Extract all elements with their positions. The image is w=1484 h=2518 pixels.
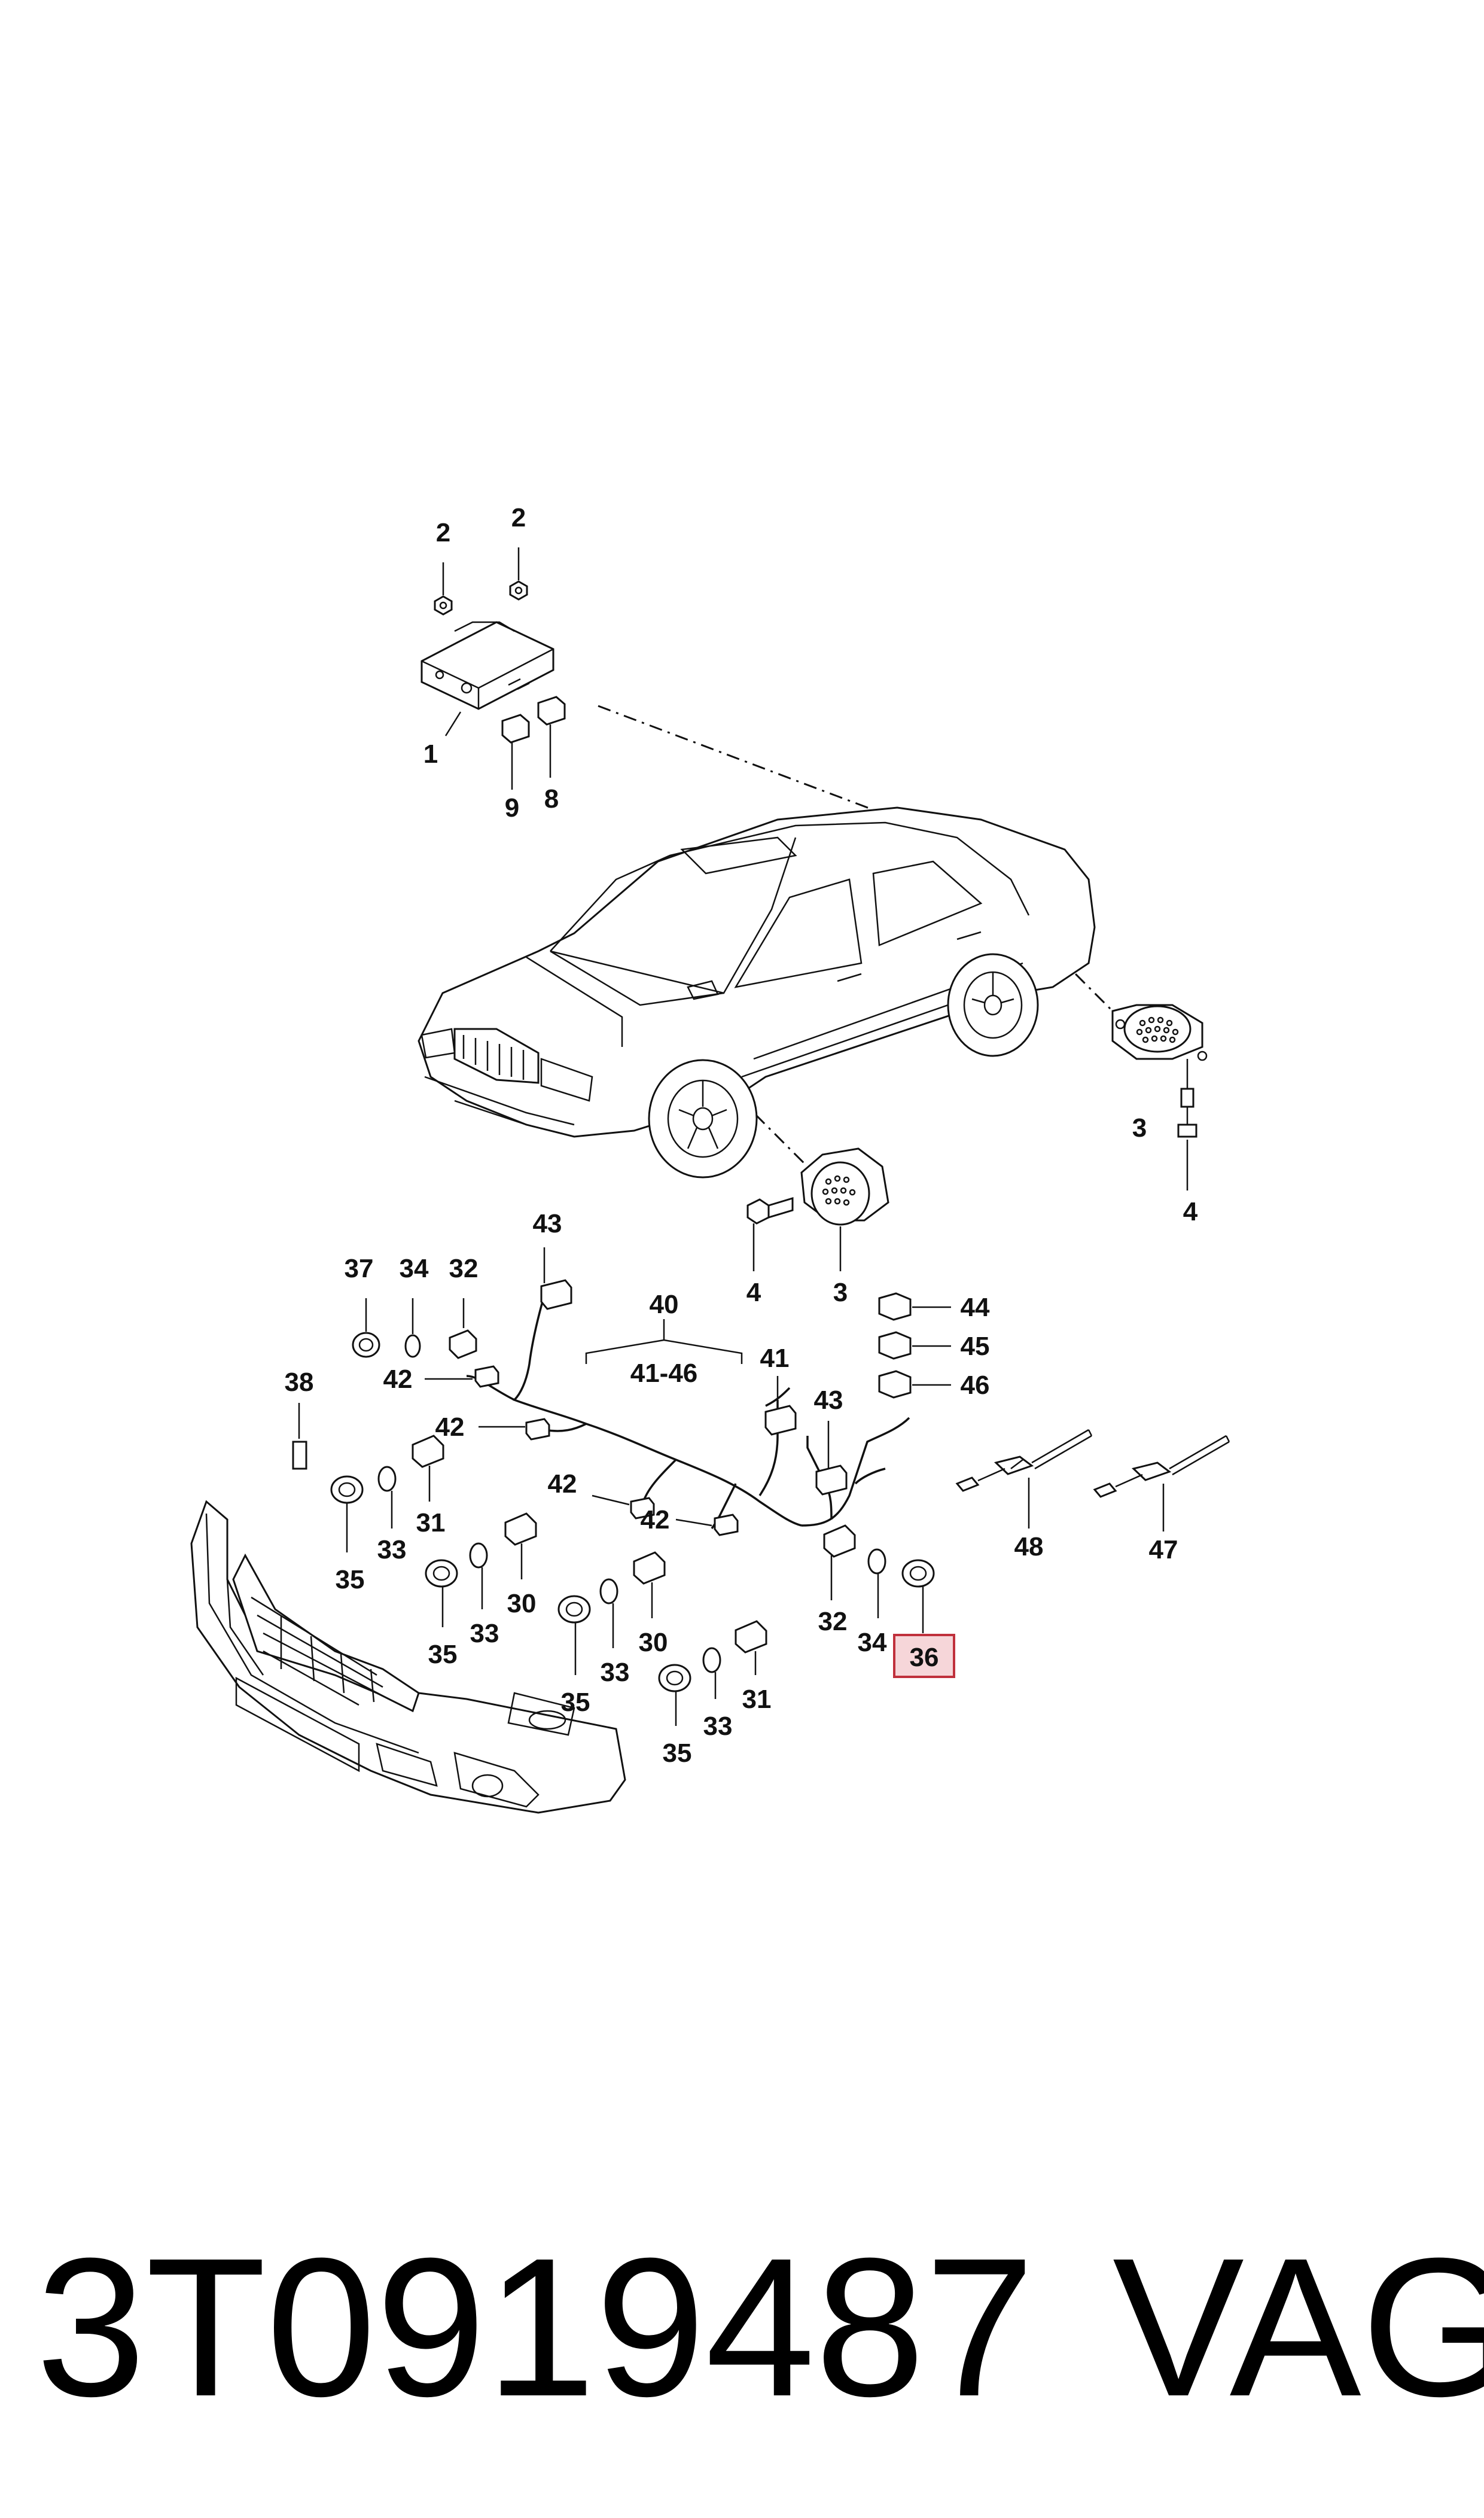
brand-name: VAG [1113,2216,1484,2437]
cable-ties-group: 48 47 [955,1429,1230,1564]
speaker-front-group: 4 3 [746,1147,889,1307]
callout-label: 35 [561,1688,590,1717]
callout-label: 3 [1132,1113,1147,1143]
callout-label: 35 [428,1640,458,1669]
callout-label: 2 [511,503,526,532]
callout-label: 42 [435,1412,465,1442]
callout-label: 43 [814,1386,843,1415]
bumper-illustration [190,1500,626,1814]
callout-label: 2 [436,518,450,547]
callout-label: 30 [639,1628,668,1657]
callout-label: 8 [544,784,559,814]
callout-label: 4 [1183,1197,1198,1226]
callout-label: 9 [505,793,519,823]
callout-label: 42 [383,1365,413,1394]
callout-label: 45 [961,1332,990,1361]
callout-label: 40 [650,1290,679,1319]
callout-label: 47 [1149,1535,1178,1564]
callout-label: 48 [1014,1532,1044,1561]
caps-group: 44 45 46 [878,1292,990,1400]
callout-label: 34 [858,1628,887,1657]
connector-part [501,714,530,755]
callout-label: 41 [760,1344,790,1373]
callout-label: 43 [533,1209,562,1238]
callout-label: 34 [400,1254,429,1283]
nut-part [434,595,453,616]
control-module-part [420,621,554,710]
callout-label: 31 [416,1508,446,1537]
connector-part [537,696,566,737]
callout-label: 33 [377,1535,407,1564]
callout-label: 42 [641,1505,670,1534]
highlighted-callout-label: 36 [910,1643,939,1672]
callout-label: 42 [548,1469,577,1499]
callout-label: 32 [449,1254,479,1283]
part-number: 3T0919487 [36,2216,1035,2437]
callout-label: 44 [961,1293,990,1322]
callout-label: 37 [345,1254,374,1283]
callout-label: 32 [818,1607,848,1636]
car-illustration [418,806,1096,1179]
speaker-rear-group: 3 4 [1111,1004,1208,1226]
callout-label: 35 [663,1738,692,1768]
control-unit-group: 2 2 1 9 8 [420,503,566,823]
sensor-parts-group: 38 35 33 31 35 33 30 35 33 30 [285,1368,955,1768]
callout-label: 38 [285,1368,314,1397]
callout-label: 1 [423,739,438,769]
callout-label: 33 [703,1712,733,1741]
callout-label: 33 [470,1619,499,1648]
callout-label: 31 [742,1685,772,1714]
highlighted-callout-box [893,1634,955,1678]
nut-part [509,580,528,601]
callout-label: 41-46 [630,1359,698,1388]
wiring-harness: 43 40 41-46 41 43 42 42 42 42 [383,1209,910,1536]
callout-label: 4 [746,1278,761,1307]
callout-label: 33 [601,1658,630,1687]
small-parts-top-left: 37 34 32 [345,1254,479,1359]
callout-label: 30 [507,1589,537,1618]
callout-label: 46 [961,1371,990,1400]
callout-label: 35 [336,1565,365,1594]
callout-label: 3 [833,1278,848,1307]
